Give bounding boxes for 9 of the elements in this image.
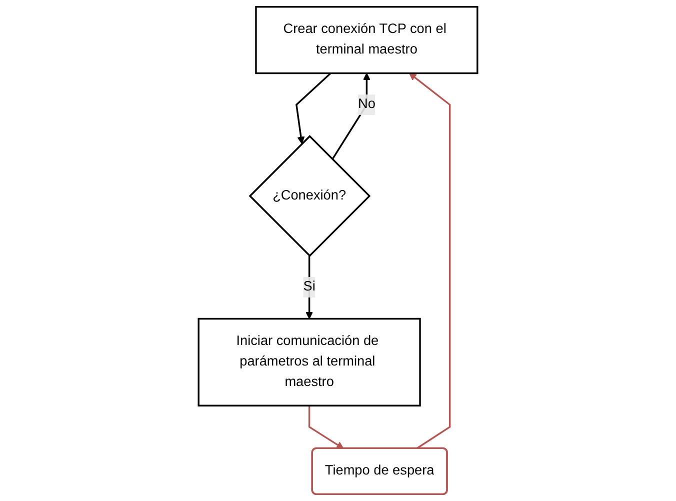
arrow [296, 72, 332, 144]
node-box: Crear conexión TCP con el terminal maestro [255, 6, 478, 74]
node-diamond: ¿Conexión? [248, 135, 371, 257]
edge-label: Si [303, 280, 316, 294]
node-box: Iniciar comunicación de parámetros al terminal maestro [198, 318, 421, 406]
arrow [308, 406, 344, 449]
edge-label: No [358, 97, 376, 112]
arrow [409, 72, 451, 450]
arrow [306, 256, 314, 320]
